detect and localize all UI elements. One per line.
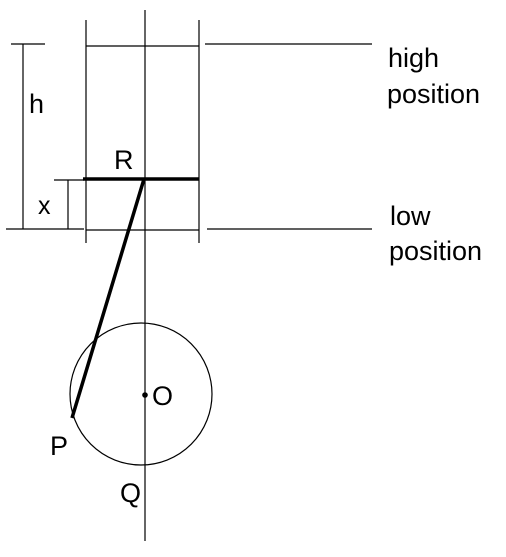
high-position-label-line2: position	[387, 79, 480, 109]
label-R: R	[114, 145, 134, 175]
high-position-label-line1: high	[388, 43, 439, 73]
label-O: O	[152, 381, 173, 411]
label-Q: Q	[120, 478, 141, 508]
center-point-O	[142, 392, 148, 398]
label-P: P	[50, 431, 68, 461]
low-position-label-line1: low	[390, 201, 431, 231]
connecting-rod	[70, 178, 146, 419]
label-h: h	[29, 89, 44, 119]
crank-circle	[69, 322, 213, 466]
low-position-label-line2: position	[389, 236, 482, 266]
label-x: x	[38, 192, 51, 220]
